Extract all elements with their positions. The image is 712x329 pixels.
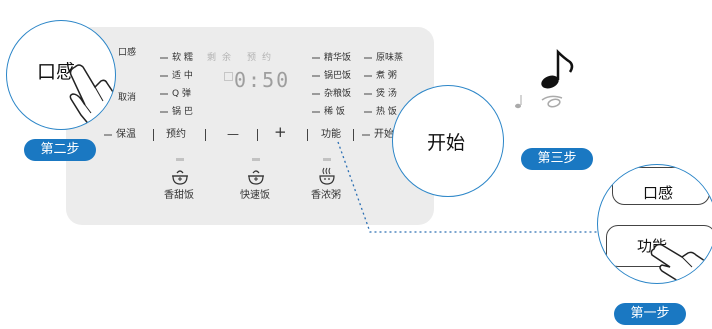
step-two-badge: 第二步 — [24, 139, 96, 161]
preset-sweet-rice-label: 香甜饭 — [164, 190, 194, 201]
menu-texture-label: 口感 — [118, 48, 137, 58]
menu-item-grain-rice: 杂粮饭 — [312, 88, 351, 100]
keep-warm-button[interactable]: 保温 — [104, 129, 136, 141]
schedule-label-2: 约 — [262, 53, 272, 63]
step-one-badge: 第一步 — [614, 303, 686, 325]
zoom-start-label: 开始 — [427, 132, 466, 154]
rice-pot-icon[interactable] — [170, 168, 190, 186]
separator — [153, 129, 154, 141]
control-panel — [66, 27, 434, 225]
menu-item-congee: 稀 饭 — [312, 106, 345, 118]
schedule-label-1: 预 — [247, 53, 257, 63]
minus-button[interactable]: — — [227, 127, 239, 141]
timer-digits: 0:50 — [234, 68, 291, 92]
menu-cancel-label: 取消 — [118, 93, 137, 103]
menu-item-crust: 锅 巴 — [160, 106, 193, 118]
menu-item-steam: 原味蒸 — [364, 52, 403, 64]
separator — [307, 129, 308, 141]
zoom-texture-key: 口感 — [612, 167, 710, 205]
remaining-label-1: 剩 — [207, 53, 217, 63]
zoom-texture-key-label: 口感 — [643, 184, 674, 202]
zoom-start-circle: 开始 — [392, 85, 504, 197]
schedule-button[interactable]: 预约 — [166, 129, 186, 140]
separator — [205, 129, 206, 141]
menu-item-soup: 煲 汤 — [364, 88, 397, 100]
preset-quick-rice-label: 快速饭 — [240, 190, 270, 201]
menu-item-medium: 适 中 — [160, 70, 193, 82]
preset-thick-porridge-label: 香浓粥 — [311, 190, 341, 201]
menu-item-chewy: Q 弹 — [160, 88, 191, 100]
menu-item-essence-rice: 精华饭 — [312, 52, 351, 64]
timer-display: 0:50 — [224, 68, 288, 94]
music-note-icon — [515, 48, 574, 109]
step-three-badge: 第三步 — [521, 148, 593, 170]
rice-pot-icon[interactable] — [246, 168, 266, 186]
menu-item-soft: 软 糯 — [160, 52, 193, 64]
hand-pointer-icon — [69, 64, 115, 125]
menu-item-reheat: 热 饭 — [364, 106, 397, 118]
zoom-function-circle: 口感 功能 — [597, 164, 712, 284]
function-button[interactable]: 功能 — [321, 129, 341, 140]
separator — [257, 129, 258, 141]
start-button[interactable]: 开始 — [362, 129, 394, 141]
display-segment-ghost — [224, 72, 233, 81]
porridge-bowl-icon[interactable] — [317, 166, 337, 186]
hand-pointer-icon — [650, 243, 712, 282]
separator — [353, 129, 354, 141]
menu-item-crust-rice: 锅巴饭 — [312, 70, 351, 82]
plus-button[interactable]: + — [274, 123, 287, 141]
zoom-texture-label: 口感 — [37, 61, 76, 83]
preset-indicator — [323, 158, 331, 161]
menu-item-porridge: 煮 粥 — [364, 70, 397, 82]
remaining-label-2: 余 — [222, 53, 232, 63]
preset-indicator — [252, 158, 260, 161]
preset-indicator — [176, 158, 184, 161]
zoom-texture-circle: 口感 — [6, 20, 116, 130]
